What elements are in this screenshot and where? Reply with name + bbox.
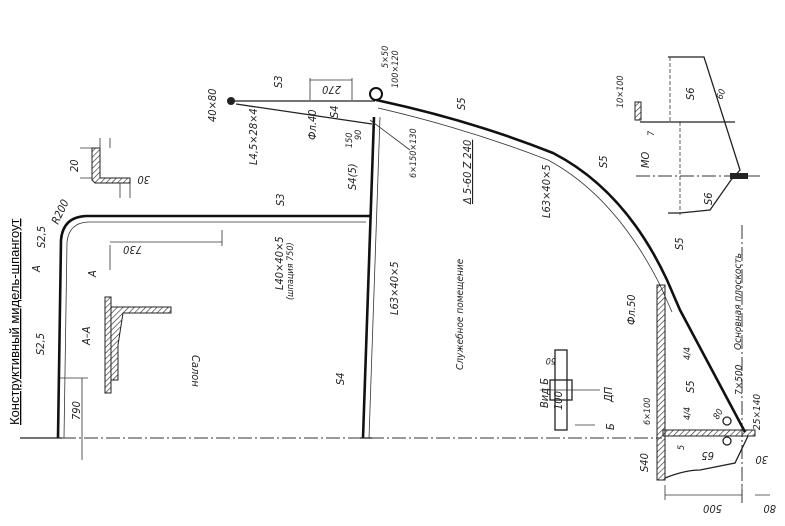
- dim-50: 50: [546, 355, 556, 365]
- dim-500: 500: [703, 502, 722, 515]
- dim-90: 90: [354, 130, 364, 140]
- label-s5-d: S5: [684, 380, 697, 393]
- lightening-hole-2: [722, 436, 732, 446]
- label-angle-40: L40×40×5: [273, 236, 286, 290]
- label-s4-5: S4(5): [346, 163, 359, 190]
- salon-frame-outer: [56, 214, 370, 439]
- label-s6-b: S6: [702, 192, 715, 205]
- dim-80: 80: [763, 502, 776, 515]
- label-a-left: A: [30, 265, 43, 273]
- label-fl50: Фл.50: [625, 294, 638, 325]
- label-base-plane: Основная плоскость: [733, 253, 744, 350]
- post-inner: [368, 116, 381, 439]
- label-plate-10x100: 10×100: [616, 75, 626, 108]
- dim-790: 790: [70, 401, 83, 420]
- label-b-arrow: Б: [604, 423, 617, 430]
- post-outer: [361, 116, 376, 439]
- section-aa-plate: [104, 296, 112, 394]
- mo-bracket: [634, 101, 642, 121]
- mo-bolt: [730, 173, 748, 179]
- label-angle-45: L4,5×28×4: [247, 108, 260, 165]
- label-s3-top: S3: [272, 75, 285, 88]
- label-salon: Салон: [189, 355, 202, 387]
- label-s4-top: S4: [328, 105, 341, 118]
- view-b-lines: [540, 389, 600, 426]
- dim-270: 270: [322, 83, 341, 96]
- label-service-room: Служебное помещение: [454, 258, 466, 370]
- label-l63-post: L63×40×5: [388, 261, 401, 315]
- label-plate-6x150: 6×150×130: [409, 128, 419, 178]
- label-plate-6x100: 6×100: [643, 398, 653, 425]
- dim-7: 7: [647, 130, 657, 136]
- curved-frame-outer: [375, 98, 747, 433]
- label-view-b: Вид Б: [538, 378, 551, 408]
- mo-detail-hidden: [669, 57, 681, 215]
- curved-frame-inner: [377, 107, 673, 313]
- salon-frame-inner: [63, 221, 366, 439]
- mo-detail-outline: [668, 56, 741, 214]
- label-s6-a: S6: [684, 87, 697, 100]
- label-s5-c: S5: [673, 237, 686, 250]
- top-node: [369, 87, 383, 101]
- section-aa-angle: [110, 306, 172, 381]
- dim-65: 65: [701, 449, 714, 462]
- label-s25-side: S2,5: [34, 333, 47, 355]
- label-section-aa: A–A: [80, 326, 93, 346]
- dim-5: 5: [677, 445, 687, 450]
- label-s40: S40: [638, 453, 651, 472]
- label-weld: Δ 5-60 Z 240: [461, 140, 474, 205]
- label-dp: ДП: [602, 386, 615, 403]
- dim-20: 20: [68, 159, 81, 172]
- label-plate-100x120: 100×120: [391, 50, 401, 88]
- label-l63-curve: L63×40×5: [540, 164, 553, 218]
- dim-150: 150: [345, 133, 355, 148]
- node-40x80: [227, 97, 235, 105]
- dim-30-detail: 30: [137, 173, 150, 186]
- label-s25-top: S2,5: [35, 226, 48, 248]
- lightening-hole-1: [722, 416, 732, 426]
- label-spacing-750: (шпация 750): [286, 242, 296, 300]
- label-r500: 7×500: [734, 364, 745, 395]
- lower-bracket: [664, 435, 749, 479]
- drawing-title: Конструктивный мидель-шпангоут: [7, 218, 22, 425]
- dim-30: 30: [755, 453, 768, 466]
- label-frac-4-4-b: 4/4: [683, 407, 693, 420]
- dimension-lines-top: [309, 78, 411, 151]
- dim-100: 100: [552, 391, 565, 410]
- label-s3-mid: S3: [274, 193, 287, 206]
- profile-dim-lines: [80, 138, 131, 198]
- dimension-lines-bottom: [664, 485, 770, 500]
- bottom-plate-25x140: [662, 429, 756, 437]
- brace-fl40: [235, 103, 373, 125]
- label-plate-5x50: 5×50: [381, 46, 391, 68]
- dim-730: 730: [123, 243, 142, 256]
- label-s5-b: S5: [597, 155, 610, 168]
- keel-plate: [656, 284, 666, 481]
- dim-60: 60: [715, 88, 728, 101]
- profile-detail: [91, 147, 131, 184]
- label-node-40x80: 40×80: [206, 89, 219, 122]
- label-fl40: Фл.40: [306, 109, 319, 140]
- dimension-lines-left: [60, 230, 223, 460]
- label-frac-4-4-a: 4/4: [683, 347, 693, 360]
- label-s4: S4: [334, 372, 347, 385]
- label-s5-a: S5: [455, 97, 468, 110]
- label-plate-25x140: 25×140: [752, 394, 763, 430]
- dim-80b: 80: [712, 408, 726, 422]
- label-a-right: A: [86, 270, 99, 278]
- label-mo: МО: [639, 151, 652, 168]
